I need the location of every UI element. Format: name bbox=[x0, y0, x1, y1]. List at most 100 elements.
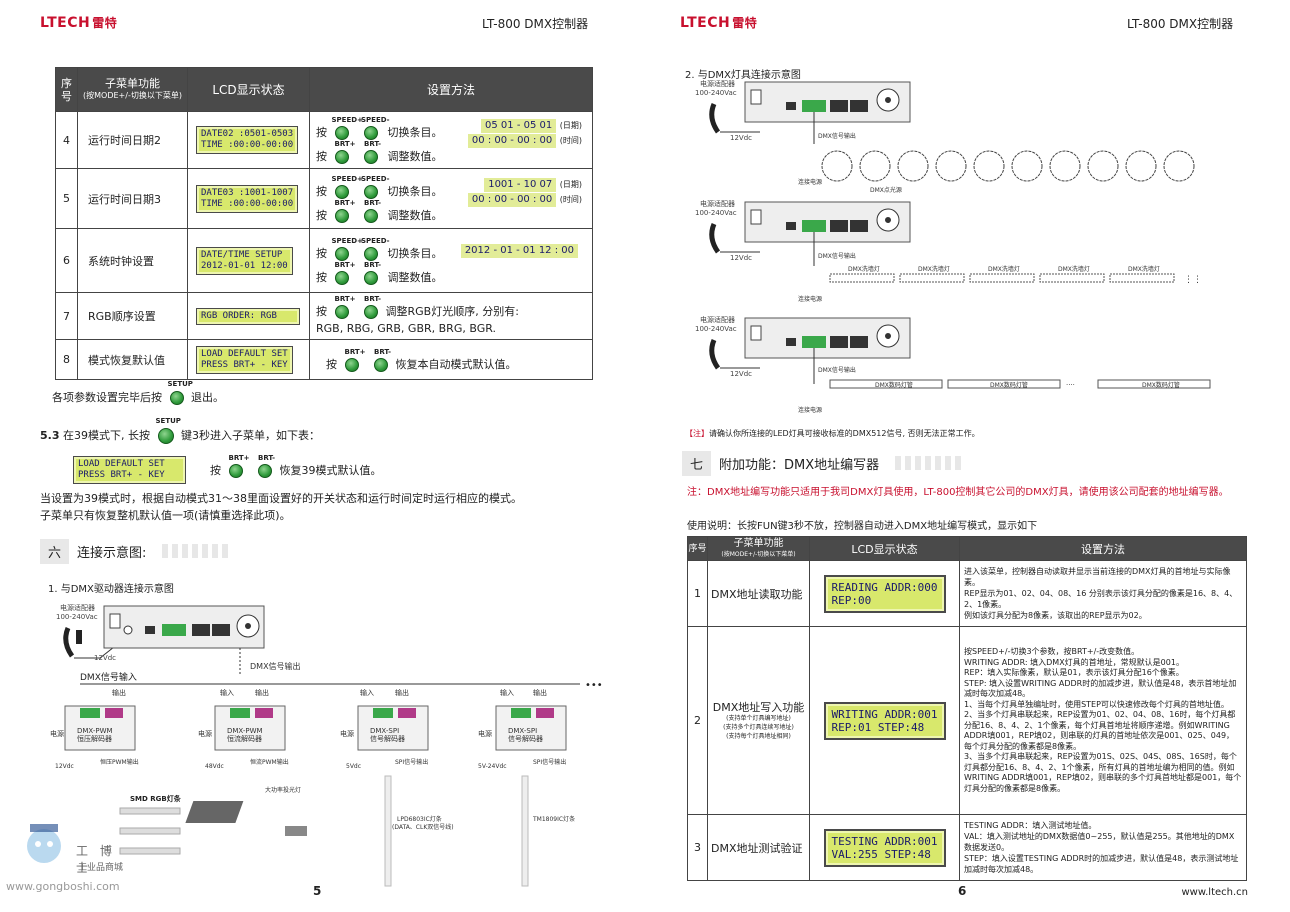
section-6-heading: 六 连接示意图: bbox=[40, 538, 233, 564]
svg-text:电源: 电源 bbox=[50, 729, 64, 738]
adapter-label: 电源适配器 bbox=[60, 603, 95, 612]
s53-method: 按 BRT+ BRT- 恢复39模式默认值。 bbox=[210, 454, 382, 478]
wall-washer-label: DMX洗墙灯 bbox=[988, 265, 1020, 273]
setup-button[interactable] bbox=[169, 391, 184, 405]
brt-plus-button[interactable] bbox=[334, 305, 349, 319]
doc-title: LT-800 DMX控制器 bbox=[482, 17, 589, 31]
brt-plus-button[interactable] bbox=[334, 208, 349, 223]
svg-text:100-240Vac: 100-240Vac bbox=[695, 209, 737, 217]
wall-washer-icon bbox=[969, 273, 1035, 283]
speed-minus-button[interactable] bbox=[364, 184, 378, 199]
svg-text:12Vdc: 12Vdc bbox=[55, 763, 74, 770]
address-writer-table: 序号 子菜单功能 (按MODE+/-切换以下菜单) LCD显示状态 设置方法 1… bbox=[687, 536, 1247, 881]
svg-text:电源适配器: 电源适配器 bbox=[700, 315, 735, 324]
point-light-icon bbox=[973, 150, 1005, 182]
svg-text:12Vdc: 12Vdc bbox=[94, 654, 116, 662]
svg-text:连接电源: 连接电源 bbox=[798, 295, 822, 303]
wall-washer-label: DMX洗墙灯 bbox=[1128, 265, 1160, 273]
svg-text:电源适配器: 电源适配器 bbox=[700, 79, 735, 88]
th-num: 序号 bbox=[55, 67, 78, 112]
svg-text:恒流PWM输出: 恒流PWM输出 bbox=[250, 758, 289, 766]
svg-text:电源: 电源 bbox=[340, 729, 354, 738]
point-light-icon bbox=[1125, 150, 1157, 182]
svg-text:DMX数码灯管: DMX数码灯管 bbox=[875, 381, 913, 389]
after-table-note: 各项参数设置完毕后按 SETUP 退出。 bbox=[52, 380, 224, 405]
svg-text:SMD RGB灯条: SMD RGB灯条 bbox=[130, 794, 182, 803]
site-url[interactable]: www.ltech.cn bbox=[1181, 887, 1249, 898]
dmx-fixture-diagram: 电源适配器 100-240Vac 12Vdc DMX信号输出 连接电源 DMX点… bbox=[695, 79, 1211, 414]
svg-text:⋮⋮: ⋮⋮ bbox=[1184, 275, 1202, 285]
point-light-icon bbox=[859, 150, 891, 182]
svg-text:DMX-PWM: DMX-PWM bbox=[227, 727, 263, 735]
svg-text:5Vdc: 5Vdc bbox=[346, 763, 361, 770]
svg-text:恒压解码器: 恒压解码器 bbox=[77, 734, 112, 743]
speed-minus-button[interactable] bbox=[364, 126, 378, 140]
svg-text:12Vdc: 12Vdc bbox=[730, 254, 752, 262]
brt-minus-button[interactable] bbox=[364, 305, 378, 319]
svg-text:电源: 电源 bbox=[478, 729, 492, 738]
brt-minus-button[interactable] bbox=[258, 464, 272, 478]
point-light-icon bbox=[1011, 150, 1043, 182]
svg-text:100-240Vac: 100-240Vac bbox=[695, 89, 737, 97]
decoder-spi-1: 输入 输出 DMX-SPI 信号解码器 电源 SPI信号输出 5Vdc LPD6… bbox=[340, 688, 454, 887]
wall-washer-label: DMX洗墙灯 bbox=[918, 265, 950, 273]
brt-plus-button[interactable] bbox=[334, 270, 349, 285]
dmx-driver-diagram: 电源适配器 100-240Vac 12Vdc DMX信号输出 DMX信号输入 •… bbox=[50, 603, 603, 887]
point-light-icon bbox=[1087, 150, 1119, 182]
wall-washer-icon bbox=[1109, 273, 1175, 283]
body-text: 当设置为39模式时，根据自动模式31～38里面设置好的开关状态和运行时间定时运行… bbox=[40, 492, 522, 522]
th-lcd: LCD显示状态 bbox=[187, 67, 310, 112]
wall-washer-icon bbox=[829, 273, 895, 283]
point-light-icon bbox=[1163, 150, 1195, 182]
page-number: 6 bbox=[958, 884, 967, 898]
svg-text:连接电源: 连接电源 bbox=[798, 178, 822, 186]
svg-text:连接电源: 连接电源 bbox=[798, 406, 822, 414]
brt-minus-button[interactable] bbox=[364, 150, 378, 164]
fixture-note: 【注】请确认你所连接的LED灯具可接收标准的DMX512信号, 否则无法正常工作… bbox=[685, 429, 980, 438]
setup-button[interactable] bbox=[157, 428, 174, 444]
svg-text:恒流解码器: 恒流解码器 bbox=[227, 734, 262, 743]
decoder-spi-2: 输入 输出 DMX-SPI 信号解码器 电源 SPI信号输出 5V-24Vdc … bbox=[478, 688, 575, 887]
brt-plus-button[interactable] bbox=[334, 150, 349, 164]
speed-plus-button[interactable] bbox=[334, 126, 349, 140]
svg-text:信号解码器: 信号解码器 bbox=[370, 734, 405, 743]
method-cell: 按SPEED+/-切换3个参数，按BRT+/-改变数值。 WRITING ADD… bbox=[959, 626, 1247, 815]
svg-text:•••: ••• bbox=[585, 680, 603, 691]
svg-text:输入: 输入 bbox=[500, 688, 514, 697]
point-light-icon bbox=[897, 150, 929, 182]
brt-plus-button[interactable] bbox=[228, 464, 243, 478]
svg-text:DMX信号输出: DMX信号输出 bbox=[818, 132, 856, 140]
svg-text:输出: 输出 bbox=[533, 688, 547, 697]
table-row: 7 RGB顺序设置 RGB ORDER: RGB 按 BRT+ BRT- 调整R… bbox=[55, 292, 593, 340]
speed-minus-button[interactable] bbox=[364, 246, 378, 261]
speed-plus-button[interactable] bbox=[334, 184, 349, 199]
brt-minus-button[interactable] bbox=[364, 270, 378, 285]
wall-washer-label: DMX洗墙灯 bbox=[848, 265, 880, 273]
svg-text:恒压PWM输出: 恒压PWM输出 bbox=[100, 758, 139, 766]
svg-text:SPI信号输出: SPI信号输出 bbox=[395, 758, 428, 766]
wall-washer-icon bbox=[1039, 273, 1105, 283]
usage-text: 使用说明：长按FUN键3秒不放，控制器自动进入DMX地址编写模式，显示如下 bbox=[687, 521, 1038, 532]
svg-text:输入: 输入 bbox=[360, 688, 374, 697]
brt-minus-button[interactable] bbox=[374, 357, 388, 372]
speed-plus-button[interactable] bbox=[334, 246, 349, 261]
section-5-3: 5.3 在39模式下, 长按 SETUP 键3秒进入子菜单，如下表： bbox=[40, 417, 320, 444]
svg-text:大功率投光灯: 大功率投光灯 bbox=[265, 786, 301, 794]
brt-minus-button[interactable] bbox=[364, 208, 378, 223]
svg-text:输出: 输出 bbox=[255, 688, 269, 697]
brt-plus-button[interactable] bbox=[344, 357, 359, 372]
svg-text:SPI信号输出: SPI信号输出 bbox=[533, 758, 566, 766]
th-func: 子菜单功能 (按MODE+/-切换以下菜单) bbox=[77, 67, 188, 112]
